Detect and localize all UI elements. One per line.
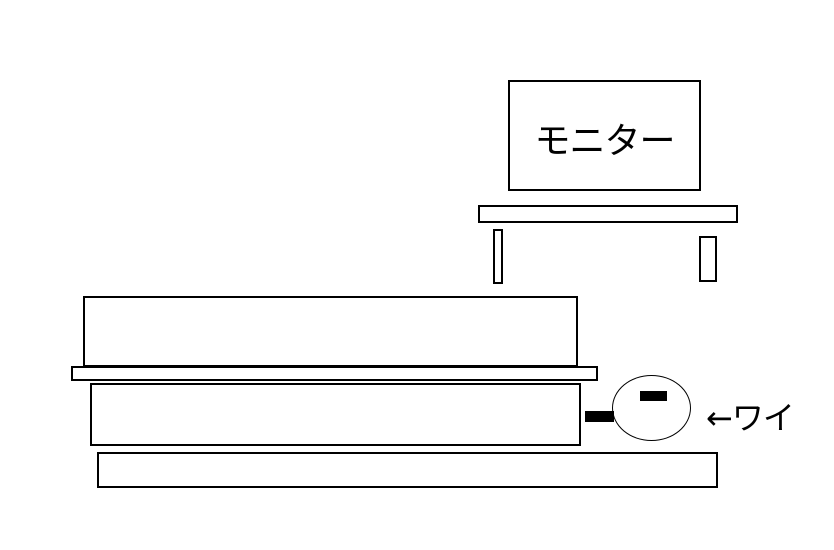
neck-connector-bar — [585, 411, 614, 422]
bed-mattress-board — [71, 366, 598, 381]
monitor-stand-top — [478, 205, 738, 223]
monitor-stand-leg-left — [493, 229, 503, 284]
monitor-box: モニター — [508, 80, 701, 191]
bed-frame-box — [90, 383, 581, 446]
person-head-circle — [612, 375, 691, 441]
person-label: ←ワイ — [706, 399, 795, 437]
closed-eye-icon — [640, 391, 667, 401]
monitor-stand-leg-right — [699, 236, 717, 282]
monitor-label: モニター — [534, 120, 675, 162]
floor-base-box — [97, 452, 718, 488]
bed-blanket-box — [83, 296, 578, 367]
